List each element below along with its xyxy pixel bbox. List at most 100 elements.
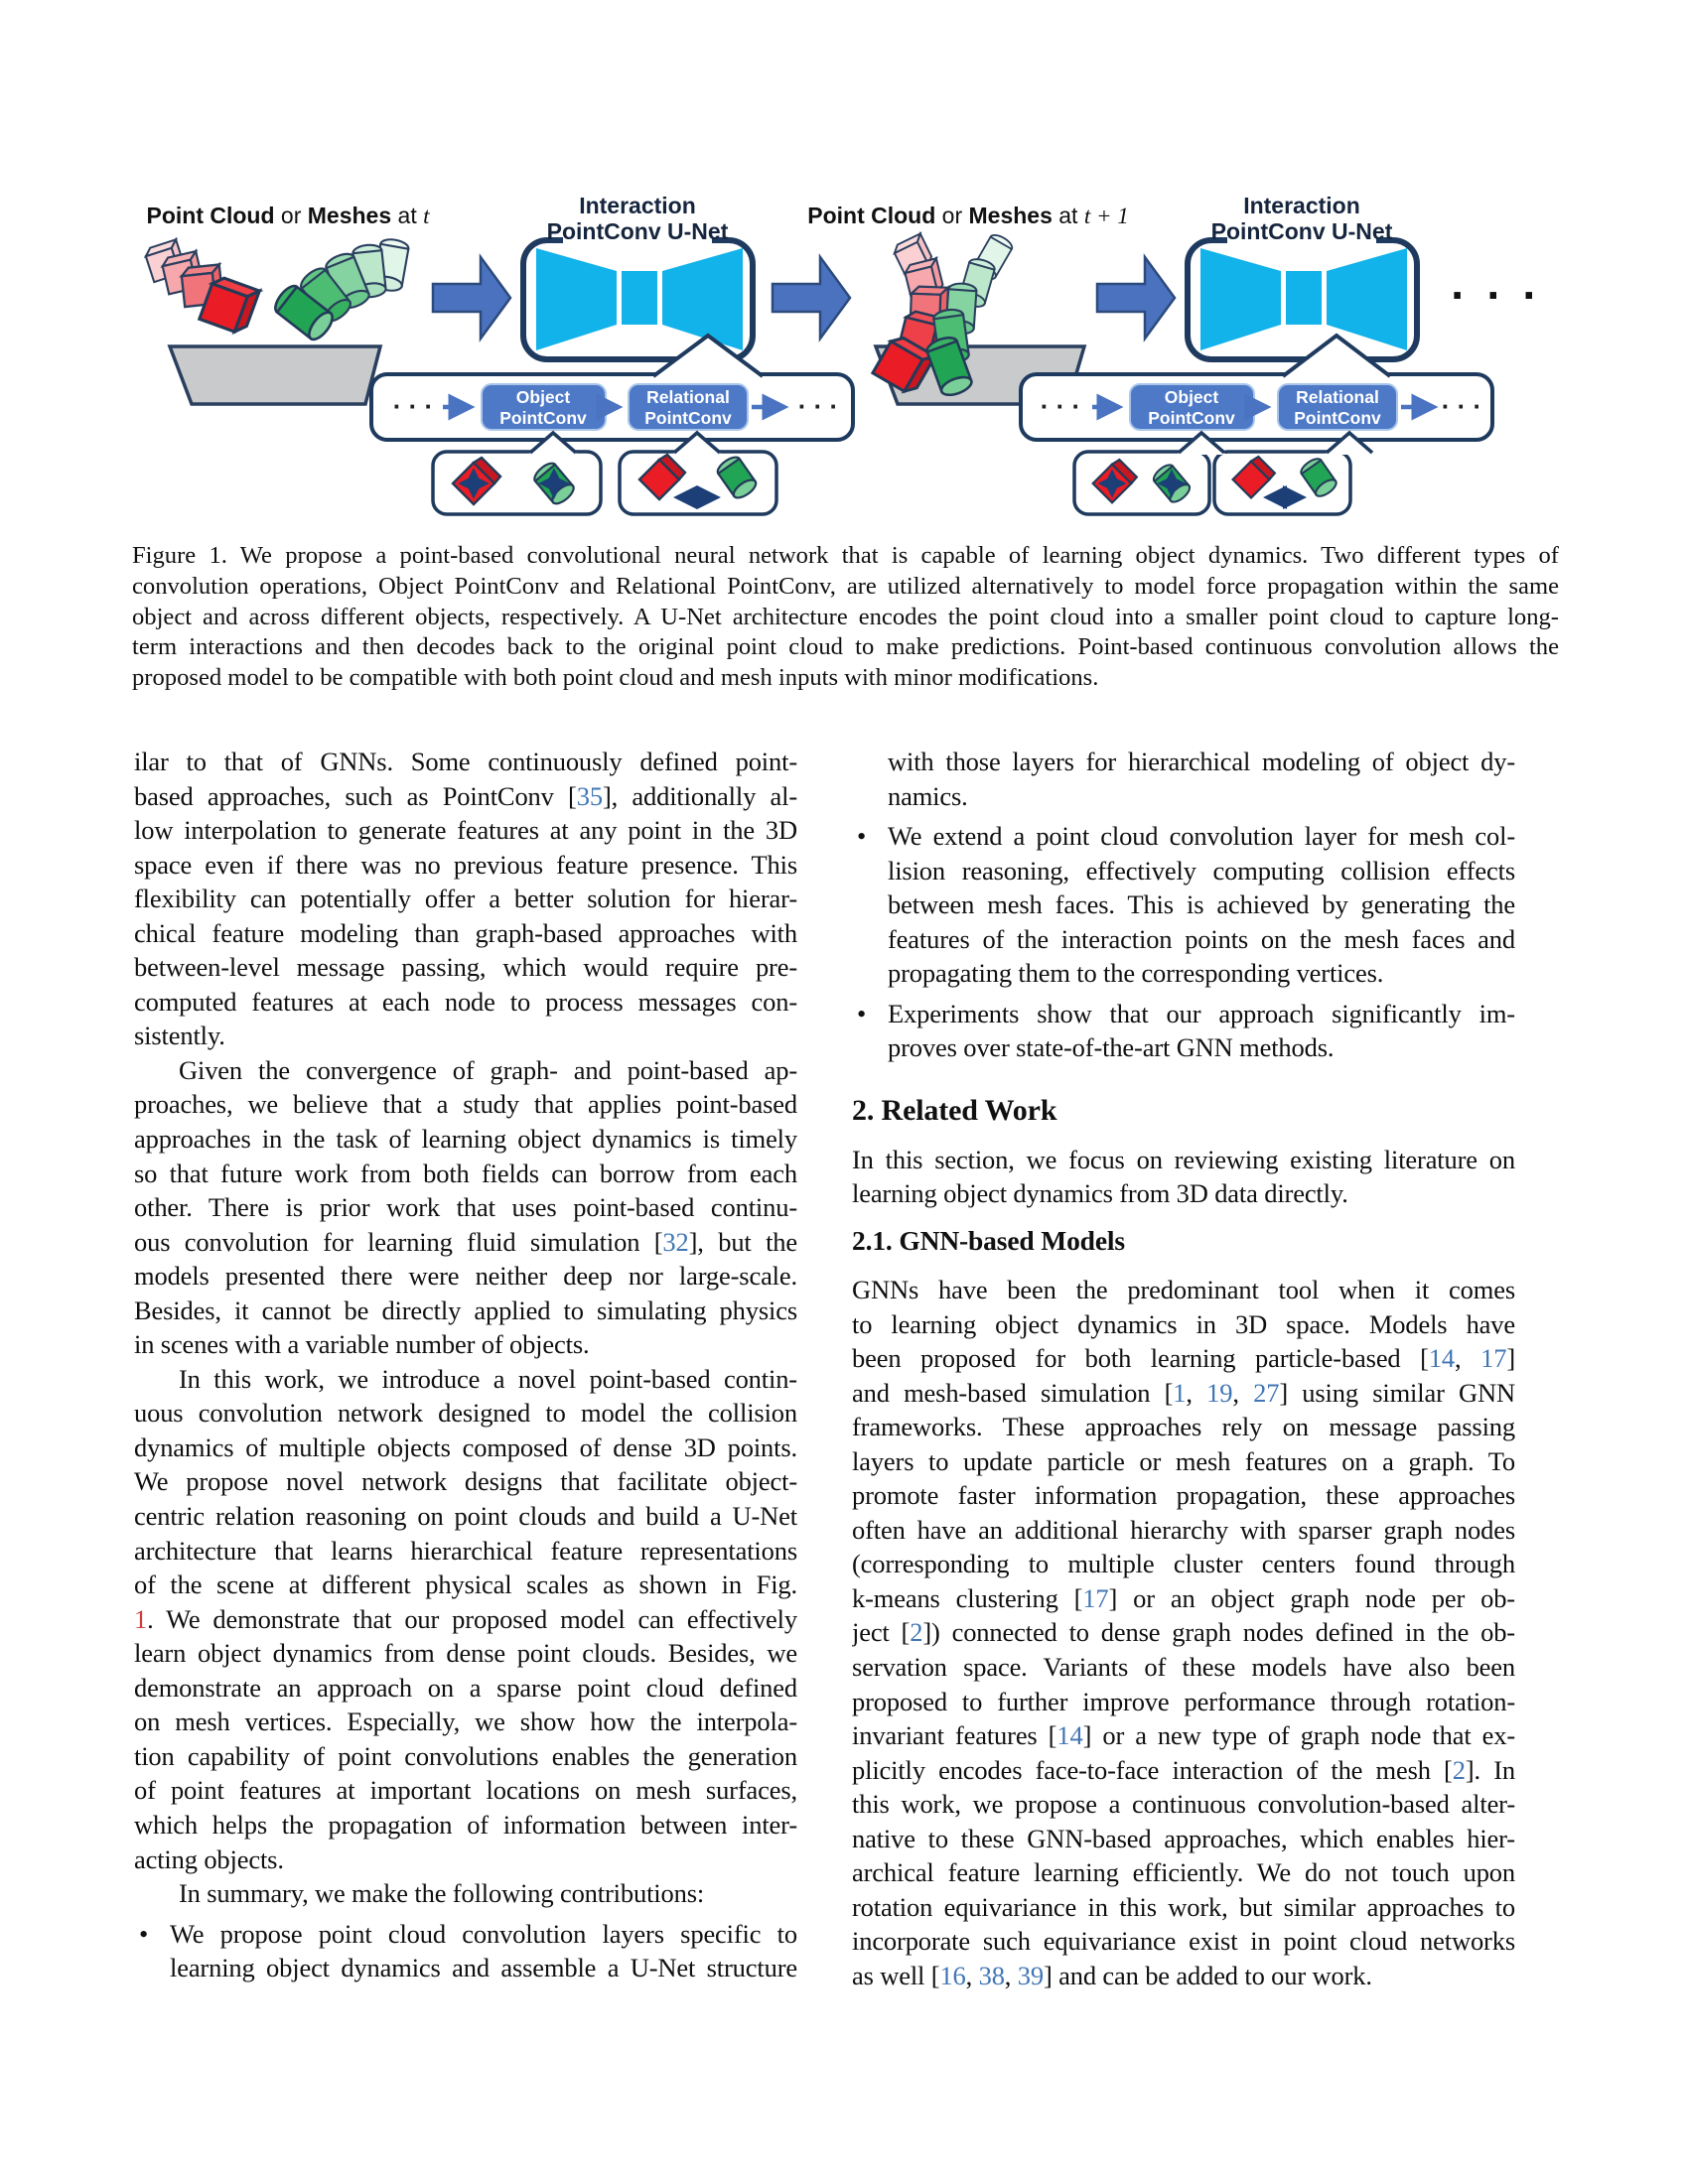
text-segment: incorporate such equivariance exist in p… <box>852 1926 1515 1957</box>
text-segment: and mesh-based simulation [ <box>852 1377 1174 1408</box>
citation-link[interactable]: 2 <box>1452 1754 1466 1785</box>
text-line: We propose point cloud convolution layer… <box>170 1917 797 1952</box>
text-line: uous convolution network designed to mod… <box>134 1396 797 1431</box>
text-segment: ], but the <box>688 1226 797 1257</box>
text-segment: been proposed for both learning particle… <box>852 1343 1429 1374</box>
text-line: term interactions and then decodes back … <box>132 630 1559 661</box>
text-line: proposed to further improve performance … <box>852 1685 1515 1719</box>
text-line: centric relation reasoning on point clou… <box>134 1499 797 1534</box>
text-segment: architecture that learns hierarchical fe… <box>134 1535 797 1566</box>
text-line: of the scene at different physical scale… <box>134 1568 797 1602</box>
text-segment: between mesh faces. This is achieved by … <box>888 889 1515 920</box>
citation-link[interactable]: 2 <box>910 1617 923 1648</box>
paragraph: ilar to that of GNNs. Some continuously … <box>134 745 797 1053</box>
bullet-text: We extend a point cloud convolution laye… <box>888 819 1515 991</box>
citation-link[interactable]: 38 <box>978 1960 1005 1990</box>
text-segment: in scenes with a variable number of obje… <box>134 1329 590 1360</box>
text-segment: between-level message passing, which wou… <box>134 952 797 983</box>
svg-text:PointConv: PointConv <box>499 408 587 428</box>
text-line: layers to update particle or mesh featur… <box>852 1444 1515 1479</box>
text-segment: rotation equivariance in this work, but … <box>852 1891 1515 1922</box>
text-line: based approaches, such as PointConv [35]… <box>134 779 797 814</box>
text-segment: (corresponding to multiple cluster cente… <box>852 1549 1515 1579</box>
paragraph: Given the convergence of graph- and poin… <box>134 1053 797 1362</box>
bullet-marker: • <box>139 1918 149 1949</box>
text-segment: ], additionally al- <box>602 780 797 811</box>
text-segment: often have an additional hierarchy with … <box>852 1514 1515 1545</box>
text-segment: k-means clustering [ <box>852 1582 1083 1613</box>
ellipsis-out: · · · <box>1442 391 1481 421</box>
text-segment: learn object dynamics from dense point c… <box>134 1638 797 1669</box>
text-line: 1. We demonstrate that our proposed mode… <box>134 1602 797 1637</box>
text-segment: proaches, we believe that a study that a… <box>134 1089 797 1120</box>
text-segment: promote faster information propagation, … <box>852 1480 1515 1511</box>
text-line: We propose novel network designs that fa… <box>134 1464 797 1499</box>
text-line: GNNs have been the predominant tool when… <box>852 1273 1515 1307</box>
text-line: which helps the propagation of informati… <box>134 1808 797 1843</box>
red-cube-force-icon <box>1091 458 1139 504</box>
svg-text:Object: Object <box>516 387 571 407</box>
pointconv-unet-1: Interaction PointConv U-Net <box>520 193 756 362</box>
text-line: frameworks. These approaches rely on mes… <box>852 1410 1515 1444</box>
bullet-text: Experiments show that our approach signi… <box>888 997 1515 1065</box>
citation-link[interactable]: 1 <box>1173 1377 1187 1408</box>
citation-link[interactable]: 39 <box>1017 1960 1044 1990</box>
text-segment: We extend a point cloud convolution laye… <box>888 821 1515 852</box>
text-segment: this work, we propose a continuous convo… <box>852 1789 1515 1820</box>
scene2-label: Point Cloud or Meshes at t + 1 <box>807 203 1129 228</box>
text-segment: , <box>1455 1343 1481 1374</box>
citation-link[interactable]: 32 <box>662 1226 689 1257</box>
citation-link[interactable]: 17 <box>1480 1343 1507 1374</box>
green-cylinder-force-icon <box>533 462 575 505</box>
unet1-label-line2: PointConv U-Net <box>547 218 729 244</box>
text-line: dynamics of multiple objects composed of… <box>134 1431 797 1465</box>
text-line: promote faster information propagation, … <box>852 1478 1515 1513</box>
scene1-label: Point Cloud or Meshes at t <box>147 203 431 228</box>
text-line: chical feature modeling than graph-based… <box>134 916 797 951</box>
ellipsis-in: · · · <box>393 391 433 421</box>
text-segment: low interpolation to generate features a… <box>134 815 797 846</box>
text-segment: other. There is prior work that uses poi… <box>134 1192 797 1223</box>
text-line: Besides, it cannot be directly applied t… <box>134 1294 797 1328</box>
text-segment: ] and can be added to our work. <box>1043 1960 1372 1990</box>
text-segment: In summary, we make the following contri… <box>179 1878 705 1909</box>
text-line: ilar to that of GNNs. Some continuously … <box>134 745 797 779</box>
text-line: of point features at important locations… <box>134 1773 797 1808</box>
text-segment: ] or a new type of graph node that ex- <box>1082 1720 1515 1751</box>
citation-link[interactable]: 35 <box>576 780 603 811</box>
right-column: with those layers for hierarchical model… <box>852 745 1515 1993</box>
citation-link[interactable]: 14 <box>1056 1720 1083 1751</box>
text-line: convolution operations, Object PointConv… <box>132 570 1559 601</box>
text-line: tion capability of point convolutions en… <box>134 1739 797 1774</box>
text-segment: namics. <box>888 780 968 811</box>
citation-link[interactable]: 17 <box>1082 1582 1109 1613</box>
text-line: ous convolution for learning fluid simul… <box>134 1225 797 1260</box>
green-cylinder-icon <box>1300 458 1337 497</box>
text-line: between mesh faces. This is achieved by … <box>888 887 1515 922</box>
text-line: other. There is prior work that uses poi… <box>134 1190 797 1225</box>
layer-callout-2: · · · Object PointConv Relational PointC… <box>1019 333 1494 442</box>
text-segment: ilar to that of GNNs. Some continuously … <box>134 747 797 776</box>
paragraph: In this work, we introduce a novel point… <box>134 1362 797 1876</box>
unet1-label-line1: Interaction <box>579 193 696 218</box>
green-cylinder-icon <box>716 456 758 499</box>
text-segment: ]. In <box>1465 1754 1515 1785</box>
text-segment: layers to update particle or mesh featur… <box>852 1445 1515 1476</box>
text-segment: plicitly encodes face-to-face interactio… <box>852 1754 1453 1785</box>
text-segment: space even if there was no previous feat… <box>134 849 797 880</box>
text-line: incorporate such equivariance exist in p… <box>852 1924 1515 1959</box>
subsection-heading-gnn-models: 2.1. GNN-based Models <box>852 1225 1125 1257</box>
bullet-text: with those layers for hierarchical model… <box>888 745 1515 813</box>
citation-link[interactable]: 27 <box>1253 1377 1280 1408</box>
text-segment: acting objects. <box>134 1843 284 1874</box>
citation-link[interactable]: 14 <box>1428 1343 1456 1374</box>
citation-link[interactable]: 16 <box>939 1960 966 1990</box>
citation-link[interactable]: 19 <box>1206 1377 1233 1408</box>
section-heading-related-work: 2. Related Work <box>852 1093 1057 1127</box>
text-segment: ]) connected to dense graph nodes define… <box>922 1617 1515 1648</box>
figure-reference-link[interactable]: 1 <box>134 1603 148 1634</box>
red-object-trail-t <box>143 236 264 336</box>
bullet-marker: • <box>857 821 867 852</box>
text-segment: convolution operations, Object PointConv… <box>132 572 1559 600</box>
text-line: low interpolation to generate features a… <box>134 813 797 848</box>
